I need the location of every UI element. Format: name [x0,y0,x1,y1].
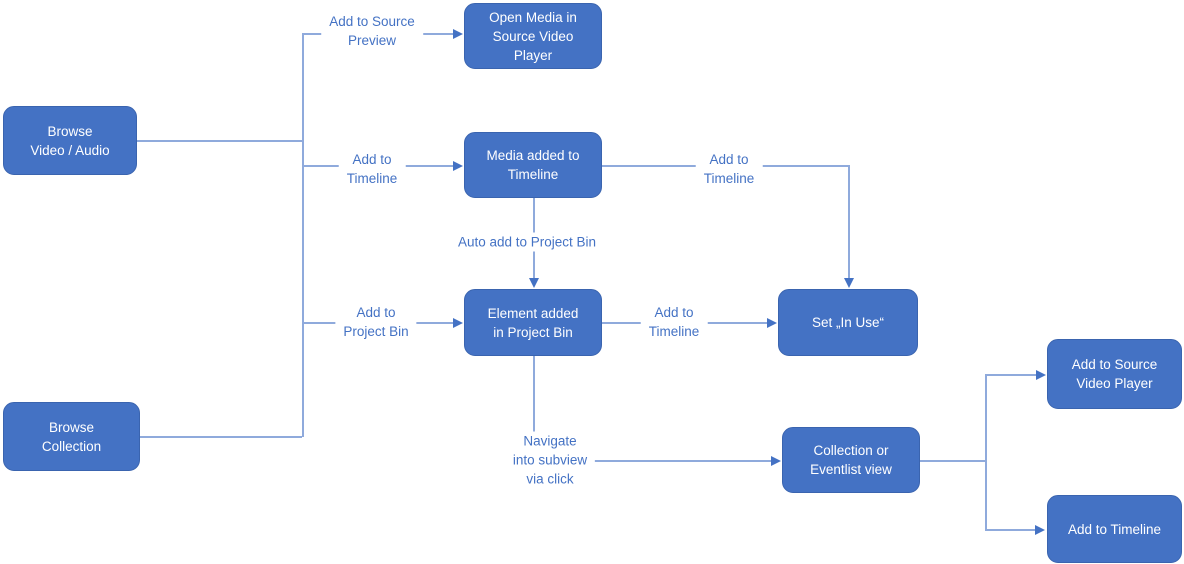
connector-browse-video-to-trunk [137,140,302,142]
edge-label-add-to-timeline-from-element: Add to Timeline [640,303,708,341]
node-media-added-to-timeline: Media added to Timeline [464,132,602,198]
arrowhead-into-setinuse-left-icon [767,318,777,328]
arrowhead-into-element-added-icon [453,318,463,328]
arrowhead-into-open-media-icon [453,29,463,39]
edge-label-add-to-source-preview: Add to Source Preview [321,12,423,50]
node-browse-video-audio: Browse Video / Audio [3,106,137,175]
arrowhead-into-collection-view-icon [771,456,781,466]
edge-label-add-to-timeline-from-media: Add to Timeline [695,150,763,188]
connector-trunk-vertical [302,33,304,437]
node-collection-or-eventlist-view: Collection or Eventlist view [782,427,920,493]
connector-collection-out [920,460,986,462]
arrowhead-into-add-source-vp-icon [1036,370,1046,380]
node-add-to-timeline-result: Add to Timeline [1047,495,1182,563]
arrowhead-auto-add-down-icon [529,278,539,288]
node-add-to-source-video-player: Add to Source Video Player [1047,339,1182,409]
edge-label-auto-add-to-project-bin: Auto add to Project Bin [449,232,605,252]
connector-element-down-vertical [533,356,535,461]
edge-label-add-to-project-bin: Add to Project Bin [335,303,417,341]
node-element-added-in-project-bin: Element added in Project Bin [464,289,602,356]
connector-to-collection-view [533,460,771,462]
edge-label-add-to-timeline-branch: Add to Timeline [338,150,406,188]
connector-split-bottom [985,529,1035,531]
connector-split-vertical [985,374,987,530]
arrowhead-into-setinuse-top-icon [844,278,854,288]
edge-label-navigate-into-subview: Navigate into subview via click [504,431,596,489]
connector-split-top [985,374,1036,376]
node-open-media-in-source-video-player: Open Media in Source Video Player [464,3,602,69]
connector-browse-collection-to-trunk [140,436,302,438]
connector-media-to-setinuse-vertical [848,165,850,278]
node-browse-collection: Browse Collection [3,402,140,471]
arrowhead-into-add-timeline-icon [1035,525,1045,535]
node-set-in-use: Set „In Use“ [778,289,918,356]
arrowhead-into-media-added-icon [453,161,463,171]
